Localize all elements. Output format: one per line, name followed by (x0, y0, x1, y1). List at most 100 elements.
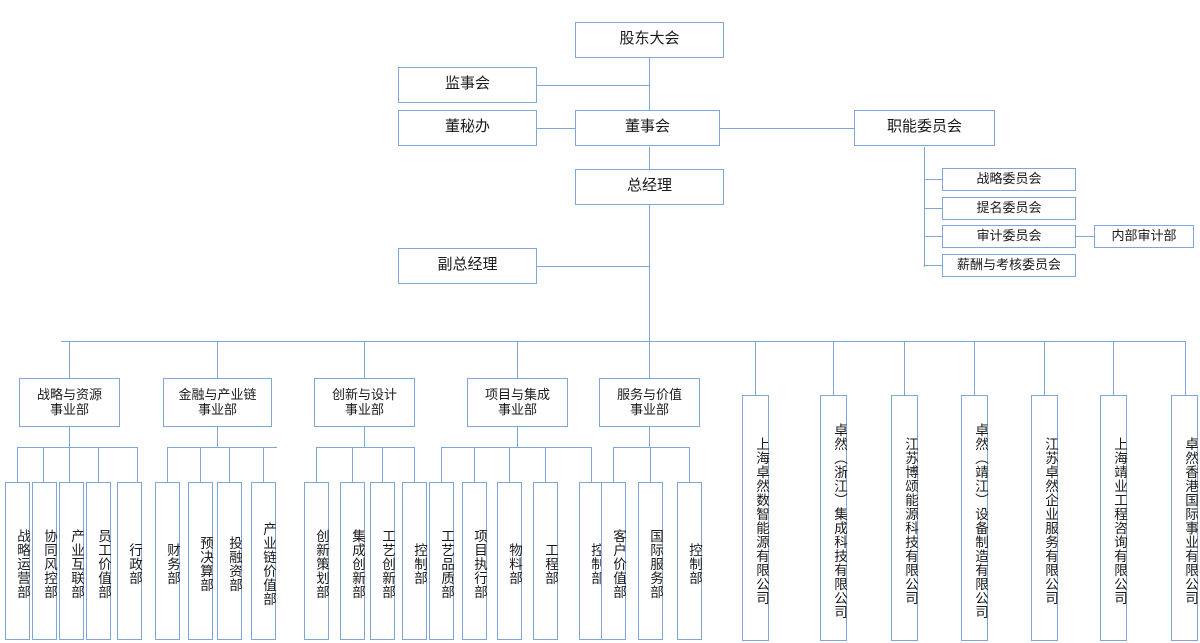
connector-committee-stub-4 (924, 265, 943, 266)
box-supervisory-board[interactable]: 监事会 (398, 67, 537, 103)
connector-drop-subsidiary-1 (833, 341, 834, 395)
connector-drop-subsidiary-3 (974, 341, 975, 395)
box-committee-strategy[interactable]: 战略委员会 (942, 168, 1076, 191)
connector-drop-subsidiary-0 (755, 341, 756, 395)
connector-drop-dept-2-2 (382, 447, 383, 482)
division-label-line2: 事业部 (49, 401, 89, 417)
division-label-line1: 创新与设计 (331, 386, 397, 402)
box-dept-control-service[interactable]: 控制部 (677, 482, 702, 640)
box-board-of-directors[interactable]: 董事会 (575, 110, 720, 146)
box-dept-employee-value[interactable]: 员工价值部 (86, 482, 111, 640)
box-division-innovation-design[interactable]: 创新与设计 事业部 (314, 378, 415, 427)
connector-stem-division-3 (517, 427, 518, 448)
box-dept-finance[interactable]: 财务部 (155, 482, 180, 640)
connector-drop-division-3 (517, 341, 518, 378)
connector-board-secretary (537, 128, 580, 129)
connector-drop-dept-2-1 (352, 447, 353, 482)
connector-stem-division-4 (649, 427, 650, 448)
connector-drop-dept-4-2 (689, 447, 690, 482)
box-committee-audit[interactable]: 审计委员会 (942, 225, 1076, 248)
box-dept-customer-value[interactable]: 客户价值部 (601, 482, 626, 640)
box-dept-budget-settlement[interactable]: 预决算部 (188, 482, 213, 640)
box-internal-audit-department[interactable]: 内部审计部 (1094, 225, 1194, 248)
connector-drop-dept-2-0 (316, 447, 317, 482)
box-dept-materials[interactable]: 物料部 (497, 482, 522, 640)
connector-deputy-gm (537, 266, 650, 267)
connector-committee-stub-2 (924, 208, 943, 209)
connector-drop-subsidiary-6 (1185, 341, 1186, 395)
connector-drop-subsidiary-5 (1113, 341, 1114, 395)
connector-drop-dept-1-1 (200, 447, 201, 482)
box-committee-nomination[interactable]: 提名委员会 (942, 197, 1076, 220)
connector-drop-dept-0-0 (17, 447, 18, 482)
box-deputy-general-manager[interactable]: 副总经理 (398, 248, 537, 284)
connector-drop-subsidiary-2 (904, 341, 905, 395)
box-division-project-integration[interactable]: 项目与集成 事业部 (467, 378, 568, 427)
box-dept-strategy-operations[interactable]: 战略运营部 (5, 482, 30, 640)
box-shareholders-meeting[interactable]: 股东大会 (575, 22, 724, 58)
division-label-line2: 事业部 (629, 401, 669, 417)
box-general-manager[interactable]: 总经理 (575, 169, 724, 205)
connector-drop-dept-0-2 (69, 447, 70, 482)
connector-drop-division-2 (364, 341, 365, 378)
box-dept-innovation-planning[interactable]: 创新策划部 (304, 482, 329, 640)
box-dept-control-project[interactable]: 控制部 (579, 482, 604, 640)
connector-drop-dept-0-1 (43, 447, 44, 482)
box-division-service-value[interactable]: 服务与价值 事业部 (599, 378, 700, 427)
connector-stem-division-1 (217, 427, 218, 448)
box-committee-remuneration[interactable]: 薪酬与考核委员会 (942, 254, 1076, 277)
box-dept-project-execution[interactable]: 项目执行部 (462, 482, 487, 640)
connector-drop-dept-3-3 (545, 447, 546, 482)
connector-main-branch-bar (61, 341, 1186, 342)
box-dept-engineering[interactable]: 工程部 (533, 482, 558, 640)
box-subsidiary-jiangsu-bosong-energy[interactable]: 江苏博颂能源科技有限公司 (891, 395, 918, 641)
box-division-strategy-resources[interactable]: 战略与资源 事业部 (19, 378, 120, 427)
box-subsidiary-zhuoran-hongkong-international[interactable]: 卓然香港国际事业有限公司 (1171, 395, 1198, 641)
box-dept-industry-chain-value[interactable]: 产业链价值部 (251, 482, 276, 640)
box-dept-integrated-innovation[interactable]: 集成创新部 (340, 482, 365, 640)
connector-drop-division-4 (649, 341, 650, 378)
division-label-line2: 事业部 (497, 401, 537, 417)
connector-stem-division-0 (69, 427, 70, 448)
connector-audit-to-internal-audit (1075, 236, 1095, 237)
connector-committee-spine (924, 147, 925, 267)
box-division-finance-industry-chain[interactable]: 金融与产业链 事业部 (163, 378, 272, 427)
connector-deptbar-division-3 (441, 447, 591, 448)
connector-drop-dept-4-1 (650, 447, 651, 482)
box-subsidiary-jiangsu-zhuoran-enterprise-service[interactable]: 江苏卓然企业服务有限公司 (1031, 395, 1058, 641)
division-label-line1: 项目与集成 (484, 386, 550, 402)
connector-drop-dept-3-0 (441, 447, 442, 482)
division-label-line1: 战略与资源 (36, 386, 102, 402)
box-subsidiary-zhuoran-zhejiang-integration[interactable]: 卓然（浙江）集成科技有限公司 (820, 395, 847, 641)
connector-drop-dept-3-1 (474, 447, 475, 482)
connector-board-to-gm (649, 147, 650, 170)
connector-deptbar-division-1 (167, 447, 277, 448)
box-dept-international-service[interactable]: 国际服务部 (638, 482, 663, 640)
connector-drop-division-0 (69, 341, 70, 378)
connector-committee-stub-3 (924, 236, 943, 237)
box-dept-collaborative-risk-control[interactable]: 协同风控部 (32, 482, 57, 640)
box-subsidiary-shanghai-jingye-engineering-consulting[interactable]: 上海靖业工程咨询有限公司 (1100, 395, 1127, 641)
connector-drop-dept-3-4 (591, 447, 592, 482)
connector-drop-dept-1-2 (229, 447, 230, 482)
box-functional-committees[interactable]: 职能委员会 (854, 110, 995, 146)
connector-drop-dept-1-3 (263, 447, 264, 482)
box-dept-control-design[interactable]: 控制部 (402, 482, 427, 640)
connector-drop-dept-0-3 (98, 447, 99, 482)
connector-board-to-committees (719, 128, 854, 129)
box-dept-administration[interactable]: 行政部 (117, 482, 142, 640)
box-dept-industrial-internet[interactable]: 产业互联部 (59, 482, 84, 640)
division-label-line2: 事业部 (344, 401, 384, 417)
connector-drop-dept-3-2 (509, 447, 510, 482)
box-dept-process-quality[interactable]: 工艺品质部 (429, 482, 454, 640)
box-subsidiary-shanghai-zhuoran-digital-energy[interactable]: 上海卓然数智能源有限公司 (742, 395, 769, 641)
connector-deptbar-division-0 (17, 447, 137, 448)
box-subsidiary-zhuoran-jingjiang-equipment[interactable]: 卓然（靖江）设备制造有限公司 (961, 395, 988, 641)
connector-gm-to-branch (649, 204, 650, 341)
connector-deptbar-division-2 (316, 447, 414, 448)
connector-drop-dept-0-4 (137, 447, 138, 482)
box-board-secretary-office[interactable]: 董秘办 (398, 110, 537, 146)
box-dept-investment-financing[interactable]: 投融资部 (217, 482, 242, 640)
box-dept-process-innovation[interactable]: 工艺创新部 (370, 482, 395, 640)
